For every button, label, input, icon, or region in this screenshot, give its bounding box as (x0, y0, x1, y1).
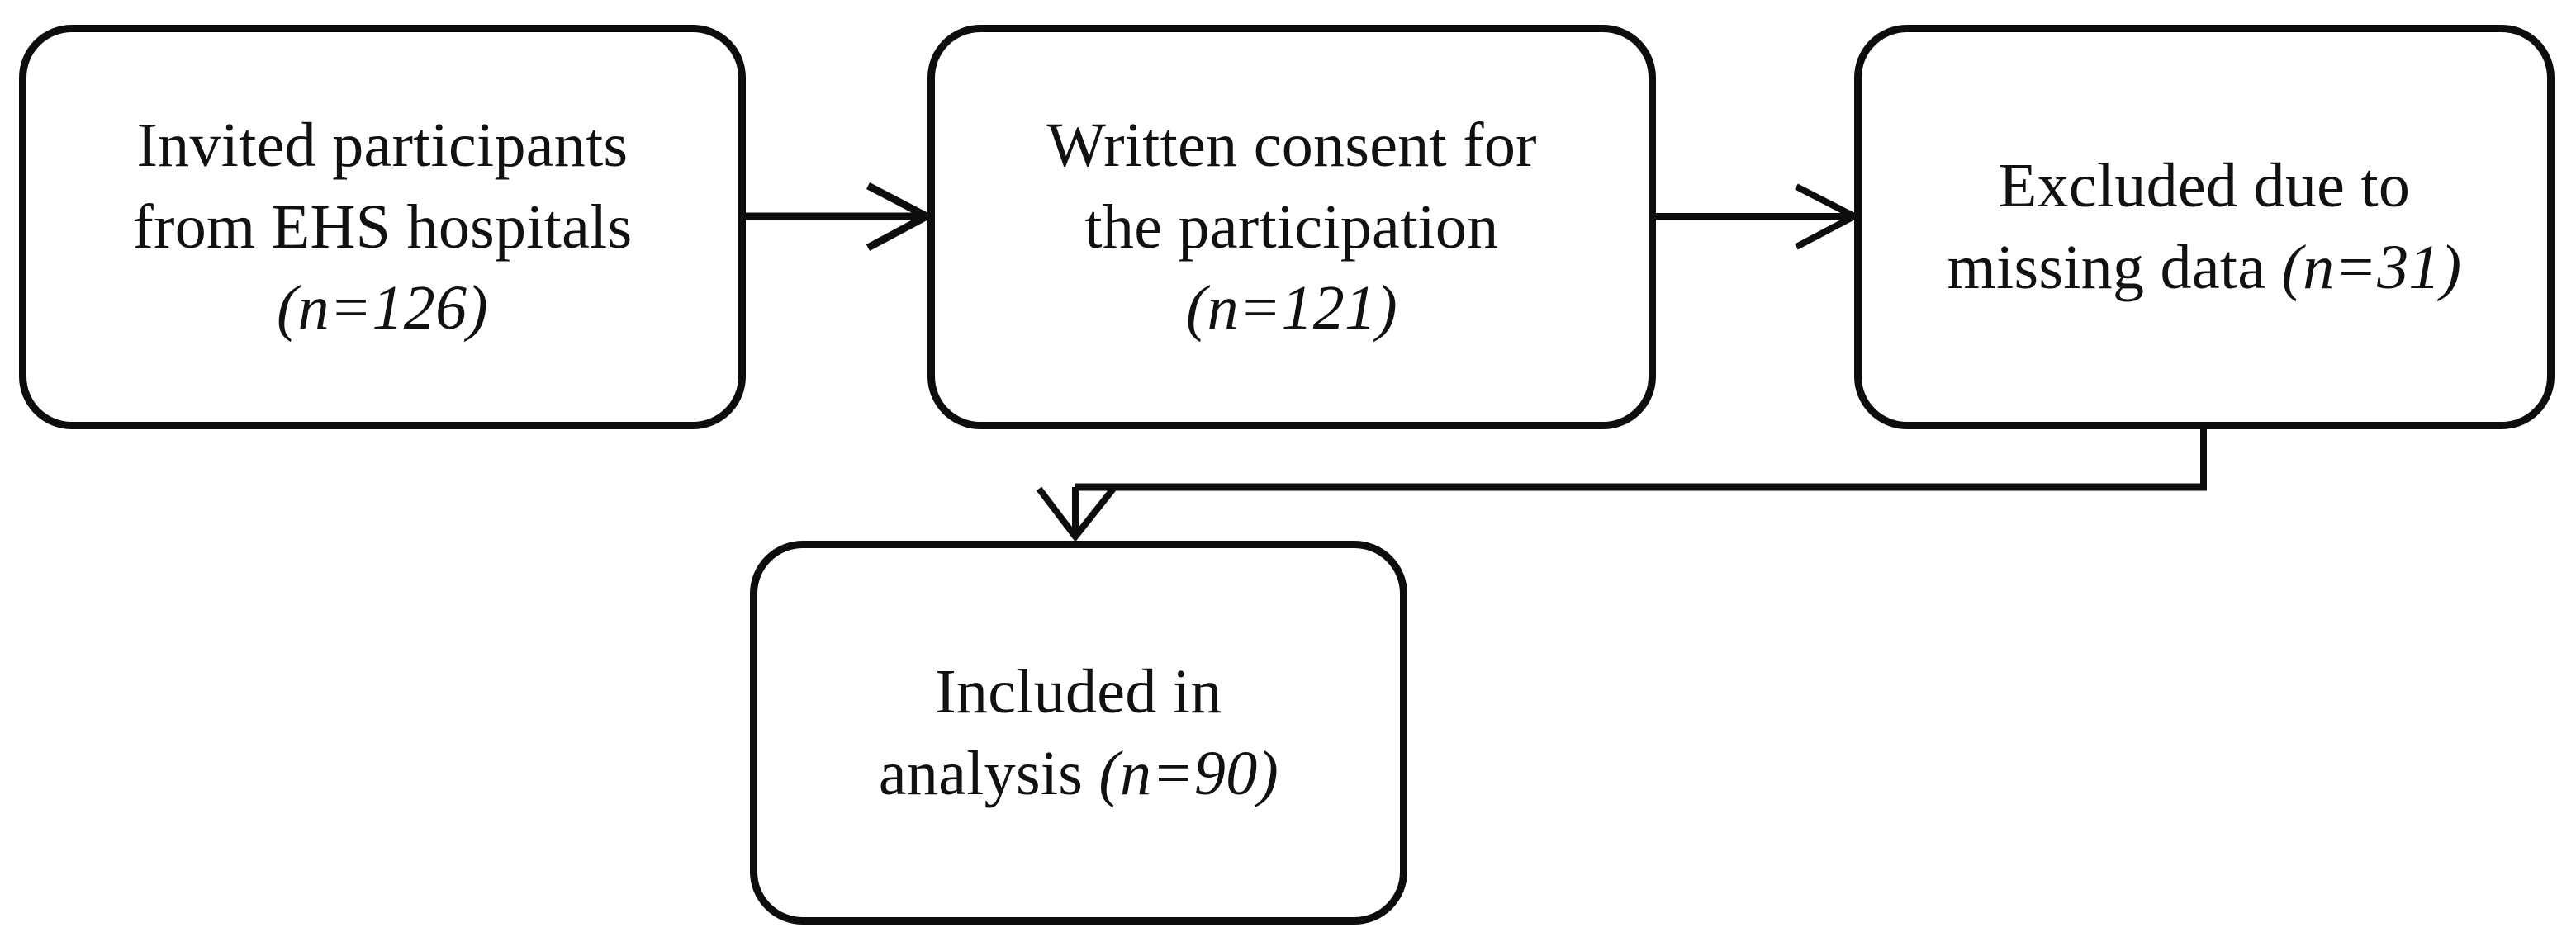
arrow-invited-to-consent (746, 182, 935, 251)
arrow-consent-to-excluded (1656, 183, 1862, 250)
arrow-excluded-to-included (1036, 428, 2207, 542)
